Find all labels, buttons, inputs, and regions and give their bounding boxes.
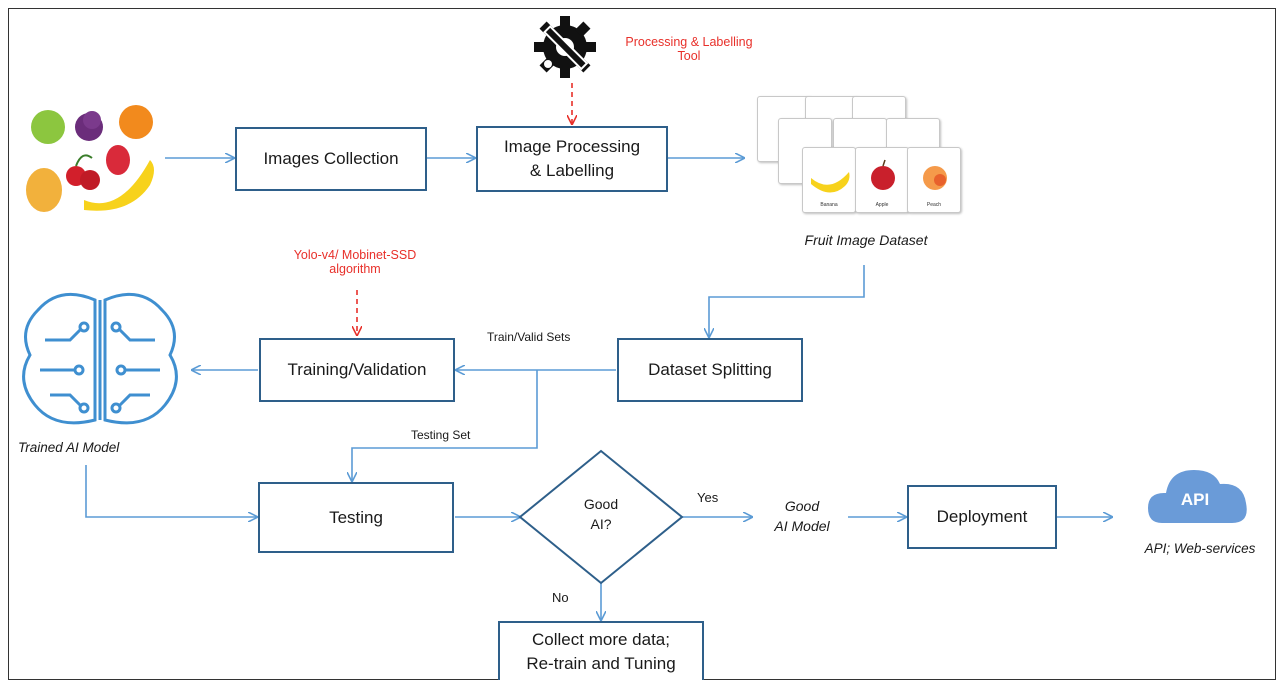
tool-annotation: Processing & Labelling Tool xyxy=(625,35,753,63)
algorithm-annotation: Yolo-v4/ Mobinet-SSD algorithm xyxy=(293,248,417,276)
training-validation-box: Training/Validation xyxy=(259,338,455,402)
card-caption: Peach xyxy=(926,202,942,208)
arrow-split-to-testing xyxy=(352,370,538,481)
card-caption: Apple xyxy=(875,202,889,208)
api-cloud-text: API xyxy=(1180,490,1210,509)
yes-label: Yes xyxy=(697,490,719,505)
brain-icon xyxy=(22,292,178,425)
gear-wrench-icon xyxy=(534,16,596,78)
arrow-dataset-to-splitting xyxy=(709,265,865,337)
no-label: No xyxy=(552,590,569,605)
api-cloud-icon xyxy=(1148,470,1247,523)
card-caption: Banana xyxy=(820,202,838,208)
decision-diamond xyxy=(518,449,684,585)
decision-label: Good AI? xyxy=(583,496,619,533)
trained-model-label: Trained AI Model xyxy=(18,440,120,455)
testing-set-label: Testing Set xyxy=(411,428,471,442)
fruits-illustration xyxy=(26,105,154,212)
dataset-card-apple: Apple xyxy=(855,147,909,213)
dataset-card-peach: Peach xyxy=(907,147,961,213)
dataset-splitting-box: Dataset Splitting xyxy=(617,338,803,402)
api-caption: API; Web-services xyxy=(1144,541,1256,556)
train-valid-sets-label: Train/Valid Sets xyxy=(487,330,571,344)
images-collection-box: Images Collection xyxy=(235,127,427,191)
dataset-card-banana: Banana xyxy=(802,147,856,213)
image-processing-box: Image Processing & Labelling xyxy=(476,126,668,192)
arrow-model-to-testing xyxy=(85,465,257,517)
fruit-dataset-label: Fruit Image Dataset xyxy=(804,232,928,248)
good-model-label: Good AI Model xyxy=(774,498,830,535)
testing-box: Testing xyxy=(258,482,454,553)
collect-more-data-box: Collect more data; Re-train and Tuning xyxy=(498,621,704,680)
deployment-box: Deployment xyxy=(907,485,1057,549)
